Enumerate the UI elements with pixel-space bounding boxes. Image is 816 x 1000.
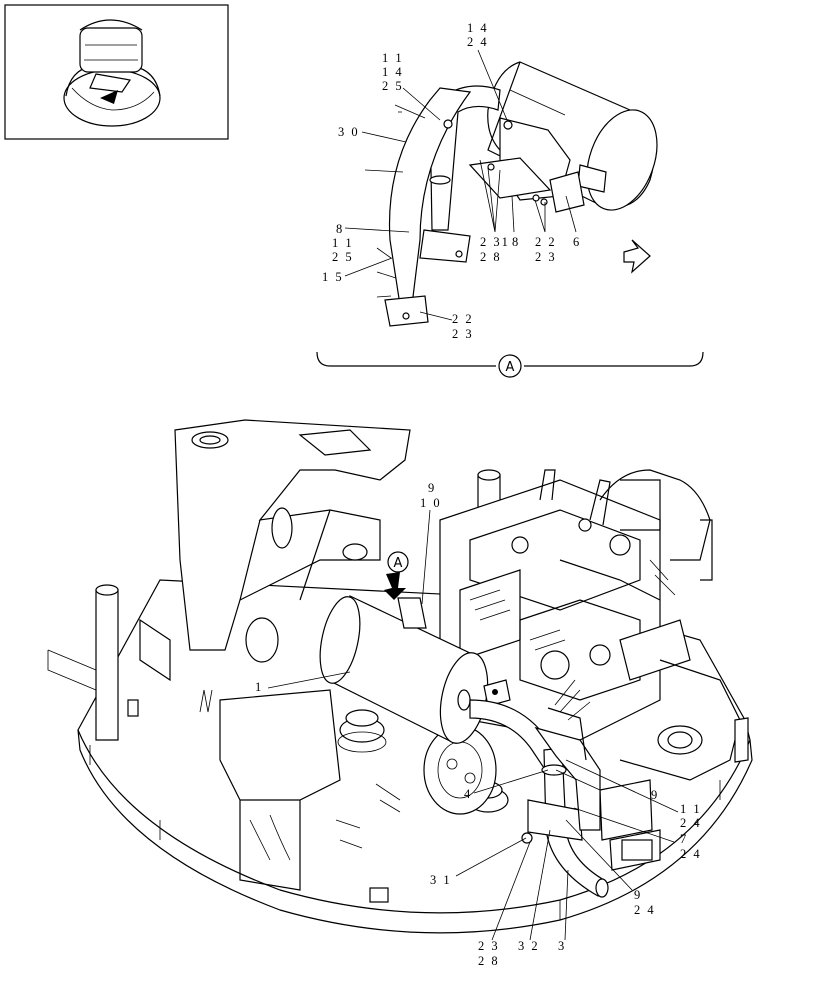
detail-brace <box>316 351 704 367</box>
svg-text:A: A <box>394 556 403 571</box>
main-callouts: 9 1 0 1 4 9 1 1 2 4 7 2 4 3 1 9 2 4 2 3 … <box>255 481 702 968</box>
main-leaders <box>267 509 679 941</box>
callout-32: 3 2 <box>518 939 540 953</box>
muffler-detail <box>487 61 658 211</box>
detail-leaders <box>344 49 577 321</box>
callout-23: 2 3 <box>478 939 500 953</box>
callout-7: 7 <box>680 832 688 846</box>
callout-24: 2 4 <box>634 903 656 917</box>
view-direction-arrow-icon <box>384 572 406 600</box>
callout-14: 1 4 <box>467 21 489 35</box>
exhaust-pipe-main <box>469 699 609 898</box>
main-assembly-view: A 9 1 0 1 <box>47 419 753 968</box>
callout-11: 1 1 <box>680 802 702 816</box>
callout-31: 3 1 <box>430 873 452 887</box>
callout-11: 1 1 <box>382 51 404 65</box>
callout-11: 1 1 <box>332 236 354 250</box>
muffler-bracket-detail <box>468 117 585 213</box>
callout-9: 9 <box>651 788 659 802</box>
callout-25: 2 5 <box>332 250 354 264</box>
detail-marker-a: A <box>498 354 522 378</box>
heat-shield-main <box>534 679 601 831</box>
callout-9: 9 <box>634 888 642 902</box>
callout-23: 2 3 <box>452 327 474 341</box>
callout-8: 8 <box>512 235 520 249</box>
thumbnail-frame <box>4 4 229 140</box>
main-marker-a: A <box>387 551 409 573</box>
callout-15: 1 5 <box>322 270 344 284</box>
direction-arrow-icon <box>623 239 651 274</box>
callout-22: 2 2 <box>452 312 474 326</box>
upper-frame <box>174 419 411 891</box>
callout-24: 2 4 <box>467 35 489 49</box>
callout-3: 3 <box>558 939 566 953</box>
callout-8: 8 <box>336 222 344 236</box>
heat-shield-detail <box>364 87 472 327</box>
detail-view-a: A 1 4 2 4 1 1 1 4 2 5 3 0 8 1 1 2 5 1 <box>316 21 704 378</box>
callout-30: 3 0 <box>338 125 360 139</box>
callout-24: 2 4 <box>680 816 702 830</box>
callout-4: 4 <box>464 787 472 801</box>
engine-block <box>439 469 713 741</box>
callout-23: 2 3 <box>535 250 557 264</box>
plate-details <box>127 689 653 903</box>
callout-1: 1 <box>255 680 263 694</box>
callout-24: 2 4 <box>680 847 702 861</box>
excavator-thumbnail-icon <box>63 19 161 127</box>
callout-28: 2 8 <box>480 250 502 264</box>
callout-14: 1 4 <box>382 65 404 79</box>
locator-thumbnail <box>4 4 229 140</box>
callout-22: 2 2 <box>535 235 557 249</box>
callout-6: 6 <box>573 235 581 249</box>
callout-2331: 2 31 <box>480 235 510 249</box>
callout-28: 2 8 <box>478 954 500 968</box>
svg-text:A: A <box>506 360 515 375</box>
left-post <box>47 584 171 741</box>
callout-25: 2 5 <box>382 79 404 93</box>
callout-9: 9 <box>428 481 436 495</box>
callout-10: 1 0 <box>420 496 442 510</box>
detail-callouts: 1 4 2 4 1 1 1 4 2 5 3 0 8 1 1 2 5 1 5 2 … <box>322 21 581 341</box>
muffler-main <box>319 595 511 744</box>
